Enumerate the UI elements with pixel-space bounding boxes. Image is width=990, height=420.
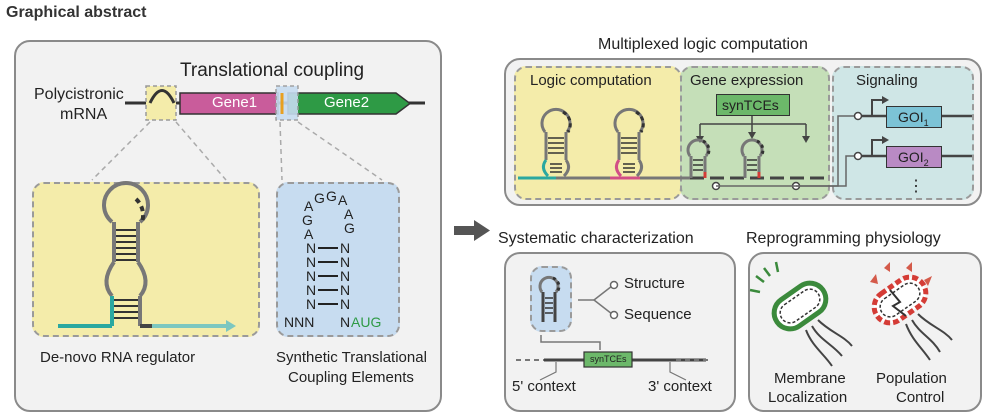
goi1-box	[886, 106, 942, 128]
goi2-box	[886, 146, 942, 168]
tce-stem-n-l-1: N	[306, 240, 317, 256]
tce-stem-n-r-5: N	[340, 296, 351, 312]
syntces-box-label: synTCEs	[590, 354, 627, 364]
tce-stem-n-r-2: N	[340, 254, 351, 270]
gene-expression-label: Gene expression	[690, 72, 804, 89]
loop-dashed	[134, 197, 146, 223]
loop-letter-g2: G	[326, 188, 337, 204]
structure-sample-box	[530, 266, 572, 332]
synthetic-label-line2: Coupling Elements	[288, 369, 414, 386]
loop-left	[102, 181, 150, 224]
gene1-label: Gene1	[212, 94, 258, 111]
syntces-badge-label: synTCEs	[722, 97, 779, 113]
systematic-title: Systematic characterization	[498, 230, 694, 247]
loop-letter-a1: A	[304, 198, 314, 214]
population-label-line2: Control	[896, 389, 945, 406]
logic-computation-label: Logic computation	[530, 72, 652, 89]
goi2-subscript: 2	[923, 157, 929, 168]
loop-letter-a3: A	[344, 206, 354, 222]
signaling-box	[832, 66, 974, 200]
mrna-label: mRNA	[60, 106, 108, 123]
multiplexed-title: Multiplexed logic computation	[598, 36, 808, 53]
synthetic-label-line1: Synthetic Translational	[276, 349, 427, 366]
tce-start-codon: AUG	[351, 314, 382, 330]
membrane-cell-icon	[771, 280, 829, 332]
goi2-text: GOI	[898, 149, 924, 165]
goi1-label: GOI1	[898, 109, 929, 128]
polycistronic-label: Polycistronic	[34, 86, 124, 103]
tce-stem-n-l-5: N	[306, 296, 317, 312]
tce-bottom-right-n: N	[340, 314, 351, 330]
population-cell-icon	[871, 274, 929, 326]
goi2-label: GOI2	[898, 149, 929, 168]
loop-letter-g3: G	[302, 212, 313, 228]
population-label-line1: Population	[876, 370, 947, 387]
synthetic-tce-box	[276, 182, 400, 337]
tce-bottom-left: NNN	[284, 314, 315, 330]
loop-letter-g1: G	[314, 190, 325, 206]
header-title: Graphical abstract	[6, 4, 147, 21]
sequence-label: Sequence	[624, 306, 692, 323]
tce-stem-n-l-2: N	[306, 254, 317, 270]
tce-stem-n-l-4: N	[306, 282, 317, 298]
gene2-label: Gene2	[324, 94, 370, 111]
promoter-icon-1	[871, 99, 884, 116]
goi1-subscript: 1	[923, 117, 929, 128]
membrane-label-line2: Localization	[768, 389, 848, 406]
denovo-label: De-novo RNA regulator	[40, 349, 196, 366]
arrow-head	[226, 320, 236, 332]
reprogramming-title: Reprogramming physiology	[746, 230, 941, 247]
loop-letter-g4: G	[344, 220, 355, 236]
translational-coupling-title: Translational coupling	[180, 60, 365, 81]
mini-hairpin	[148, 89, 176, 104]
goi1-text: GOI	[898, 109, 924, 125]
promoter-icon-2	[871, 139, 884, 156]
connector-goi1	[716, 115, 856, 187]
tce-stem-n-r-4: N	[340, 282, 351, 298]
context3-label: 3' context	[648, 378, 712, 395]
tce-stem-n-r-3: N	[340, 268, 351, 284]
loop-letter-a4: A	[304, 226, 314, 242]
signaling-label: Signaling	[856, 72, 918, 89]
more-genes-ellipsis: ⋮	[908, 178, 924, 195]
connector-goi2	[796, 155, 856, 187]
structure-label: Structure	[624, 275, 685, 292]
loop-letter-a2: A	[338, 192, 348, 208]
tce-stem-n-l-3: N	[306, 268, 317, 284]
syntces-badge	[716, 94, 790, 116]
lysis-crack-icon	[889, 289, 907, 317]
membrane-label-line1: Membrane	[774, 370, 846, 387]
tce-stem-n-r-1: N	[340, 240, 351, 256]
context5-label: 5' context	[512, 378, 576, 395]
